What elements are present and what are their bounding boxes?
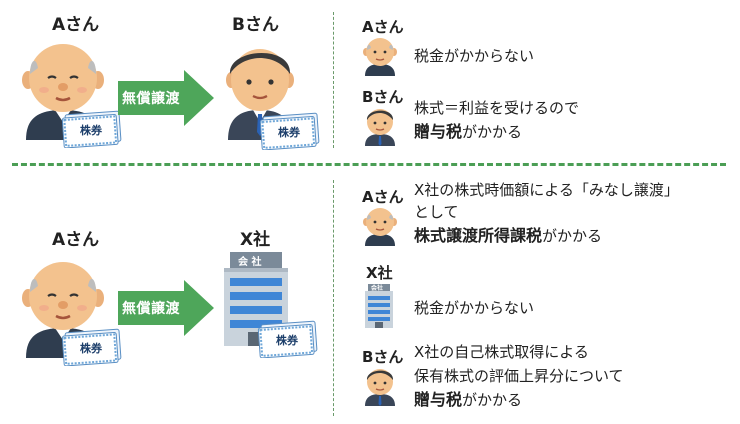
young-man-b-icon xyxy=(222,40,298,140)
rt-b-suffix: がかかる xyxy=(462,123,523,141)
transfer-income-tax-term: 株式譲渡所得課税 xyxy=(414,226,543,245)
stock-certificate-icon: 株券 xyxy=(60,326,126,366)
bottom-x-label: X社 xyxy=(240,230,271,250)
certificate-label: 株券 xyxy=(80,124,102,137)
rb-b-label: Bさん xyxy=(362,348,404,366)
rb-a-suffix: がかかる xyxy=(542,227,603,245)
top-a-label: Aさん xyxy=(52,15,100,35)
stock-certificate-icon: 株券 xyxy=(256,318,322,358)
vertical-divider-top xyxy=(333,12,334,148)
rb-b-text-line3: 贈与税がかかる xyxy=(414,390,522,410)
building-sign: 会 社 xyxy=(238,257,262,268)
rb-b-suffix: がかかる xyxy=(462,391,523,409)
rt-b-label: Bさん xyxy=(362,88,404,106)
rt-a-label: Aさん xyxy=(362,18,404,36)
rt-b-text-line1: 株式＝利益を受けるので xyxy=(414,99,580,117)
stock-certificate-icon: 株券 xyxy=(258,110,324,150)
transfer-arrow xyxy=(118,70,214,126)
old-man-small-icon xyxy=(362,206,398,246)
horizontal-divider xyxy=(12,163,726,166)
rb-x-text: 税金がかからない xyxy=(414,299,535,317)
transfer-label: 無償譲渡 xyxy=(122,301,180,317)
transfer-label: 無償譲渡 xyxy=(122,91,180,107)
rb-a-text-line2: として xyxy=(414,203,459,221)
certificate-label: 株券 xyxy=(80,342,102,355)
certificate-label: 株券 xyxy=(278,126,300,139)
certificate-label: 株券 xyxy=(276,334,298,347)
young-man-small-icon xyxy=(362,366,398,406)
gift-tax-term: 贈与税 xyxy=(414,122,463,141)
gift-tax-term: 贈与税 xyxy=(414,390,463,409)
rt-a-text: 税金がかからない xyxy=(414,47,535,65)
stock-certificate-icon: 株券 xyxy=(60,108,126,148)
young-man-small-icon xyxy=(362,106,398,146)
rb-b-text-line2: 保有株式の評価上昇分について xyxy=(414,367,624,385)
top-b-label: Bさん xyxy=(232,15,279,35)
old-man-small-icon xyxy=(362,36,398,76)
transfer-arrow xyxy=(118,280,214,336)
rt-b-text-line2: 贈与税がかかる xyxy=(414,122,522,142)
rb-a-text-line3: 株式譲渡所得課税がかかる xyxy=(414,226,602,246)
company-small-icon: 会社 xyxy=(364,284,394,328)
rb-b-text-line1: X社の自己株式取得による xyxy=(414,343,589,361)
small-building-sign: 会社 xyxy=(371,285,384,292)
bottom-a-label: Aさん xyxy=(52,230,100,250)
rb-x-label: X社 xyxy=(366,264,393,282)
rb-a-label: Aさん xyxy=(362,188,404,206)
rb-a-text-line1: X社の株式時価額による「みなし譲渡」 xyxy=(414,181,679,199)
vertical-divider-bottom xyxy=(333,180,334,416)
